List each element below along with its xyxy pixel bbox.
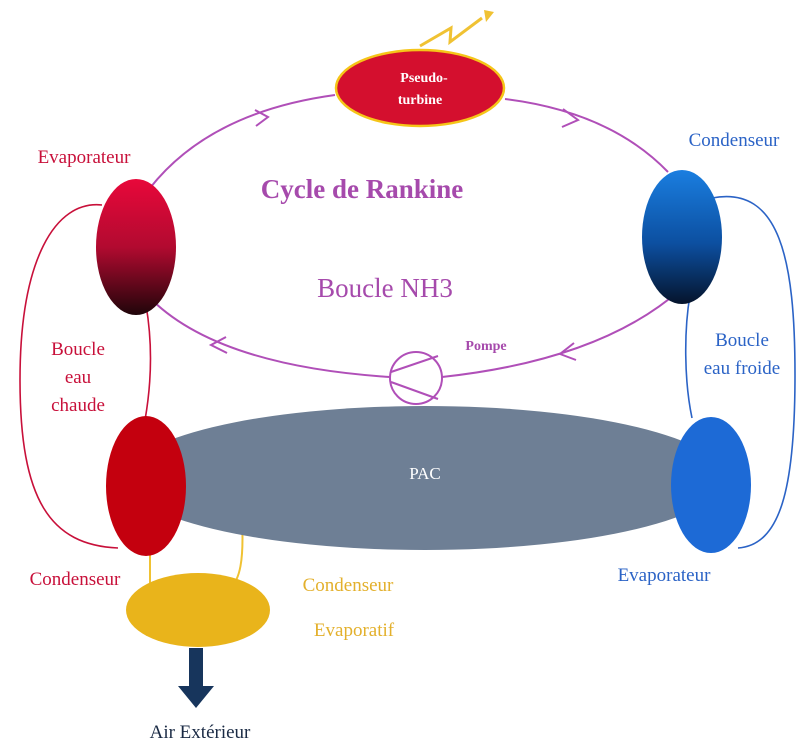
- cold-loop-outer: [711, 195, 796, 549]
- evaporator-pac: [671, 417, 751, 553]
- rankine-arrow-bottom-left: [208, 336, 228, 354]
- rankine-arrow-top-right: [561, 108, 580, 128]
- turbine-label-line1: Pseudo-: [400, 71, 448, 86]
- cold-water-loop: [684, 195, 796, 549]
- rankine-arc-pump-to-evaporator: [151, 299, 391, 378]
- air-down-arrow-icon: [178, 648, 214, 708]
- rankine-arc-turbine-to-condenser: [504, 98, 669, 173]
- condenser-cold-label: Condenseur: [689, 130, 780, 151]
- outside-air-label: Air Extérieur: [150, 722, 251, 743]
- pump-icon: [389, 351, 443, 405]
- pump-label: Pompe: [465, 339, 506, 354]
- pac-ellipse: [125, 406, 725, 550]
- cold-loop-inner: [684, 294, 693, 419]
- evaporator-pac-label: Evaporateur: [618, 565, 712, 586]
- hot-loop-label-line2: eau: [65, 367, 92, 388]
- pseudo-turbine: [334, 48, 506, 128]
- rankine-loop: [149, 94, 681, 378]
- rankine-arc-condenser-to-pump: [441, 289, 681, 378]
- hot-water-loop: [19, 204, 152, 549]
- evaporator-hot-label: Evaporateur: [38, 147, 132, 168]
- cycle-title: Cycle de Rankine: [261, 174, 464, 204]
- cold-loop-label-line2: eau froide: [704, 358, 780, 379]
- condenser-pac: [106, 416, 186, 556]
- condenser-pac-label: Condenseur: [30, 569, 121, 590]
- pac-label: PAC: [409, 464, 441, 483]
- hot-loop-inner: [144, 304, 152, 421]
- evap-condenser-label-line2: Evaporatif: [314, 620, 395, 641]
- rankine-arrow-bottom-right: [557, 342, 577, 361]
- rankine-arrow-top-left: [254, 109, 270, 127]
- evaporator-hot: [96, 179, 176, 315]
- hot-loop-outer: [19, 204, 119, 549]
- rankine-arc-evaporator-to-turbine: [149, 94, 336, 189]
- hot-loop-label-line1: Boucle: [51, 339, 105, 360]
- turbine-label-line2: turbine: [398, 93, 442, 108]
- condenser-cold: [642, 170, 722, 304]
- lightning-bolt-icon: [419, 10, 494, 48]
- evaporative-condenser: [126, 573, 270, 647]
- nh3-loop-label: Boucle NH3: [317, 273, 453, 303]
- hot-loop-label-line3: chaude: [51, 395, 105, 416]
- evap-condenser-label-line1: Condenseur: [303, 575, 394, 596]
- cold-loop-label-line1: Boucle: [715, 330, 769, 351]
